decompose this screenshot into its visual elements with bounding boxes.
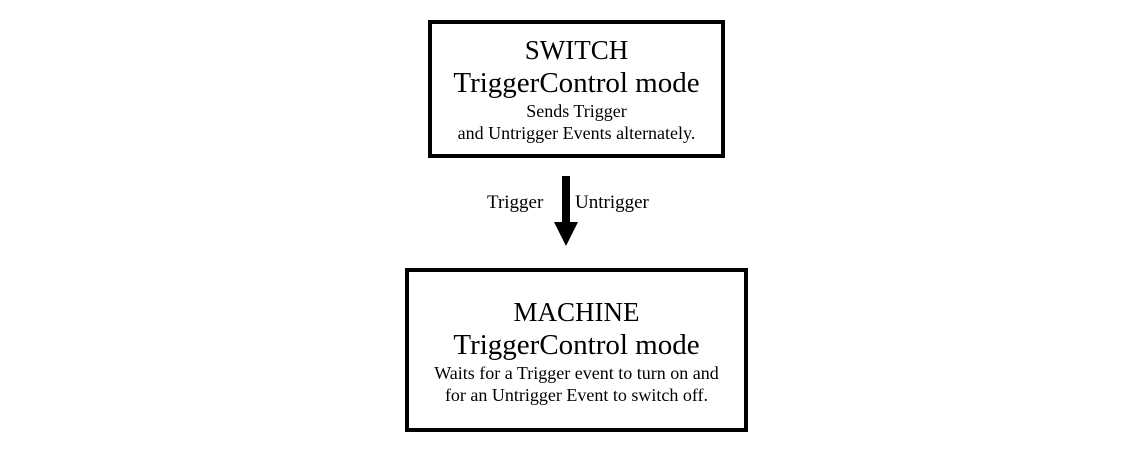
switch-node-subtitle: TriggerControl mode: [453, 67, 700, 99]
switch-node-title: SWITCH: [524, 35, 629, 65]
machine-node-desc-line2: for an Untrigger Event to switch off.: [444, 385, 709, 405]
switch-node-desc-line2: and Untrigger Events alternately.: [457, 123, 696, 143]
machine-node-subtitle: TriggerControl mode: [453, 329, 700, 361]
switch-node: SWITCH TriggerControl mode Sends Trigger…: [428, 20, 725, 158]
edge-label-untrigger: Untrigger: [575, 192, 649, 213]
machine-node: MACHINE TriggerControl mode Waits for a …: [405, 268, 748, 432]
machine-node-desc-line1: Waits for a Trigger event to turn on and: [434, 363, 719, 383]
edge-label-trigger: Trigger: [487, 192, 544, 213]
arrow-shaft: [562, 176, 570, 226]
down-arrow-icon: [554, 176, 578, 246]
switch-node-desc-line1: Sends Trigger: [526, 101, 627, 121]
arrow-head: [554, 222, 578, 246]
machine-node-title: MACHINE: [513, 297, 640, 327]
